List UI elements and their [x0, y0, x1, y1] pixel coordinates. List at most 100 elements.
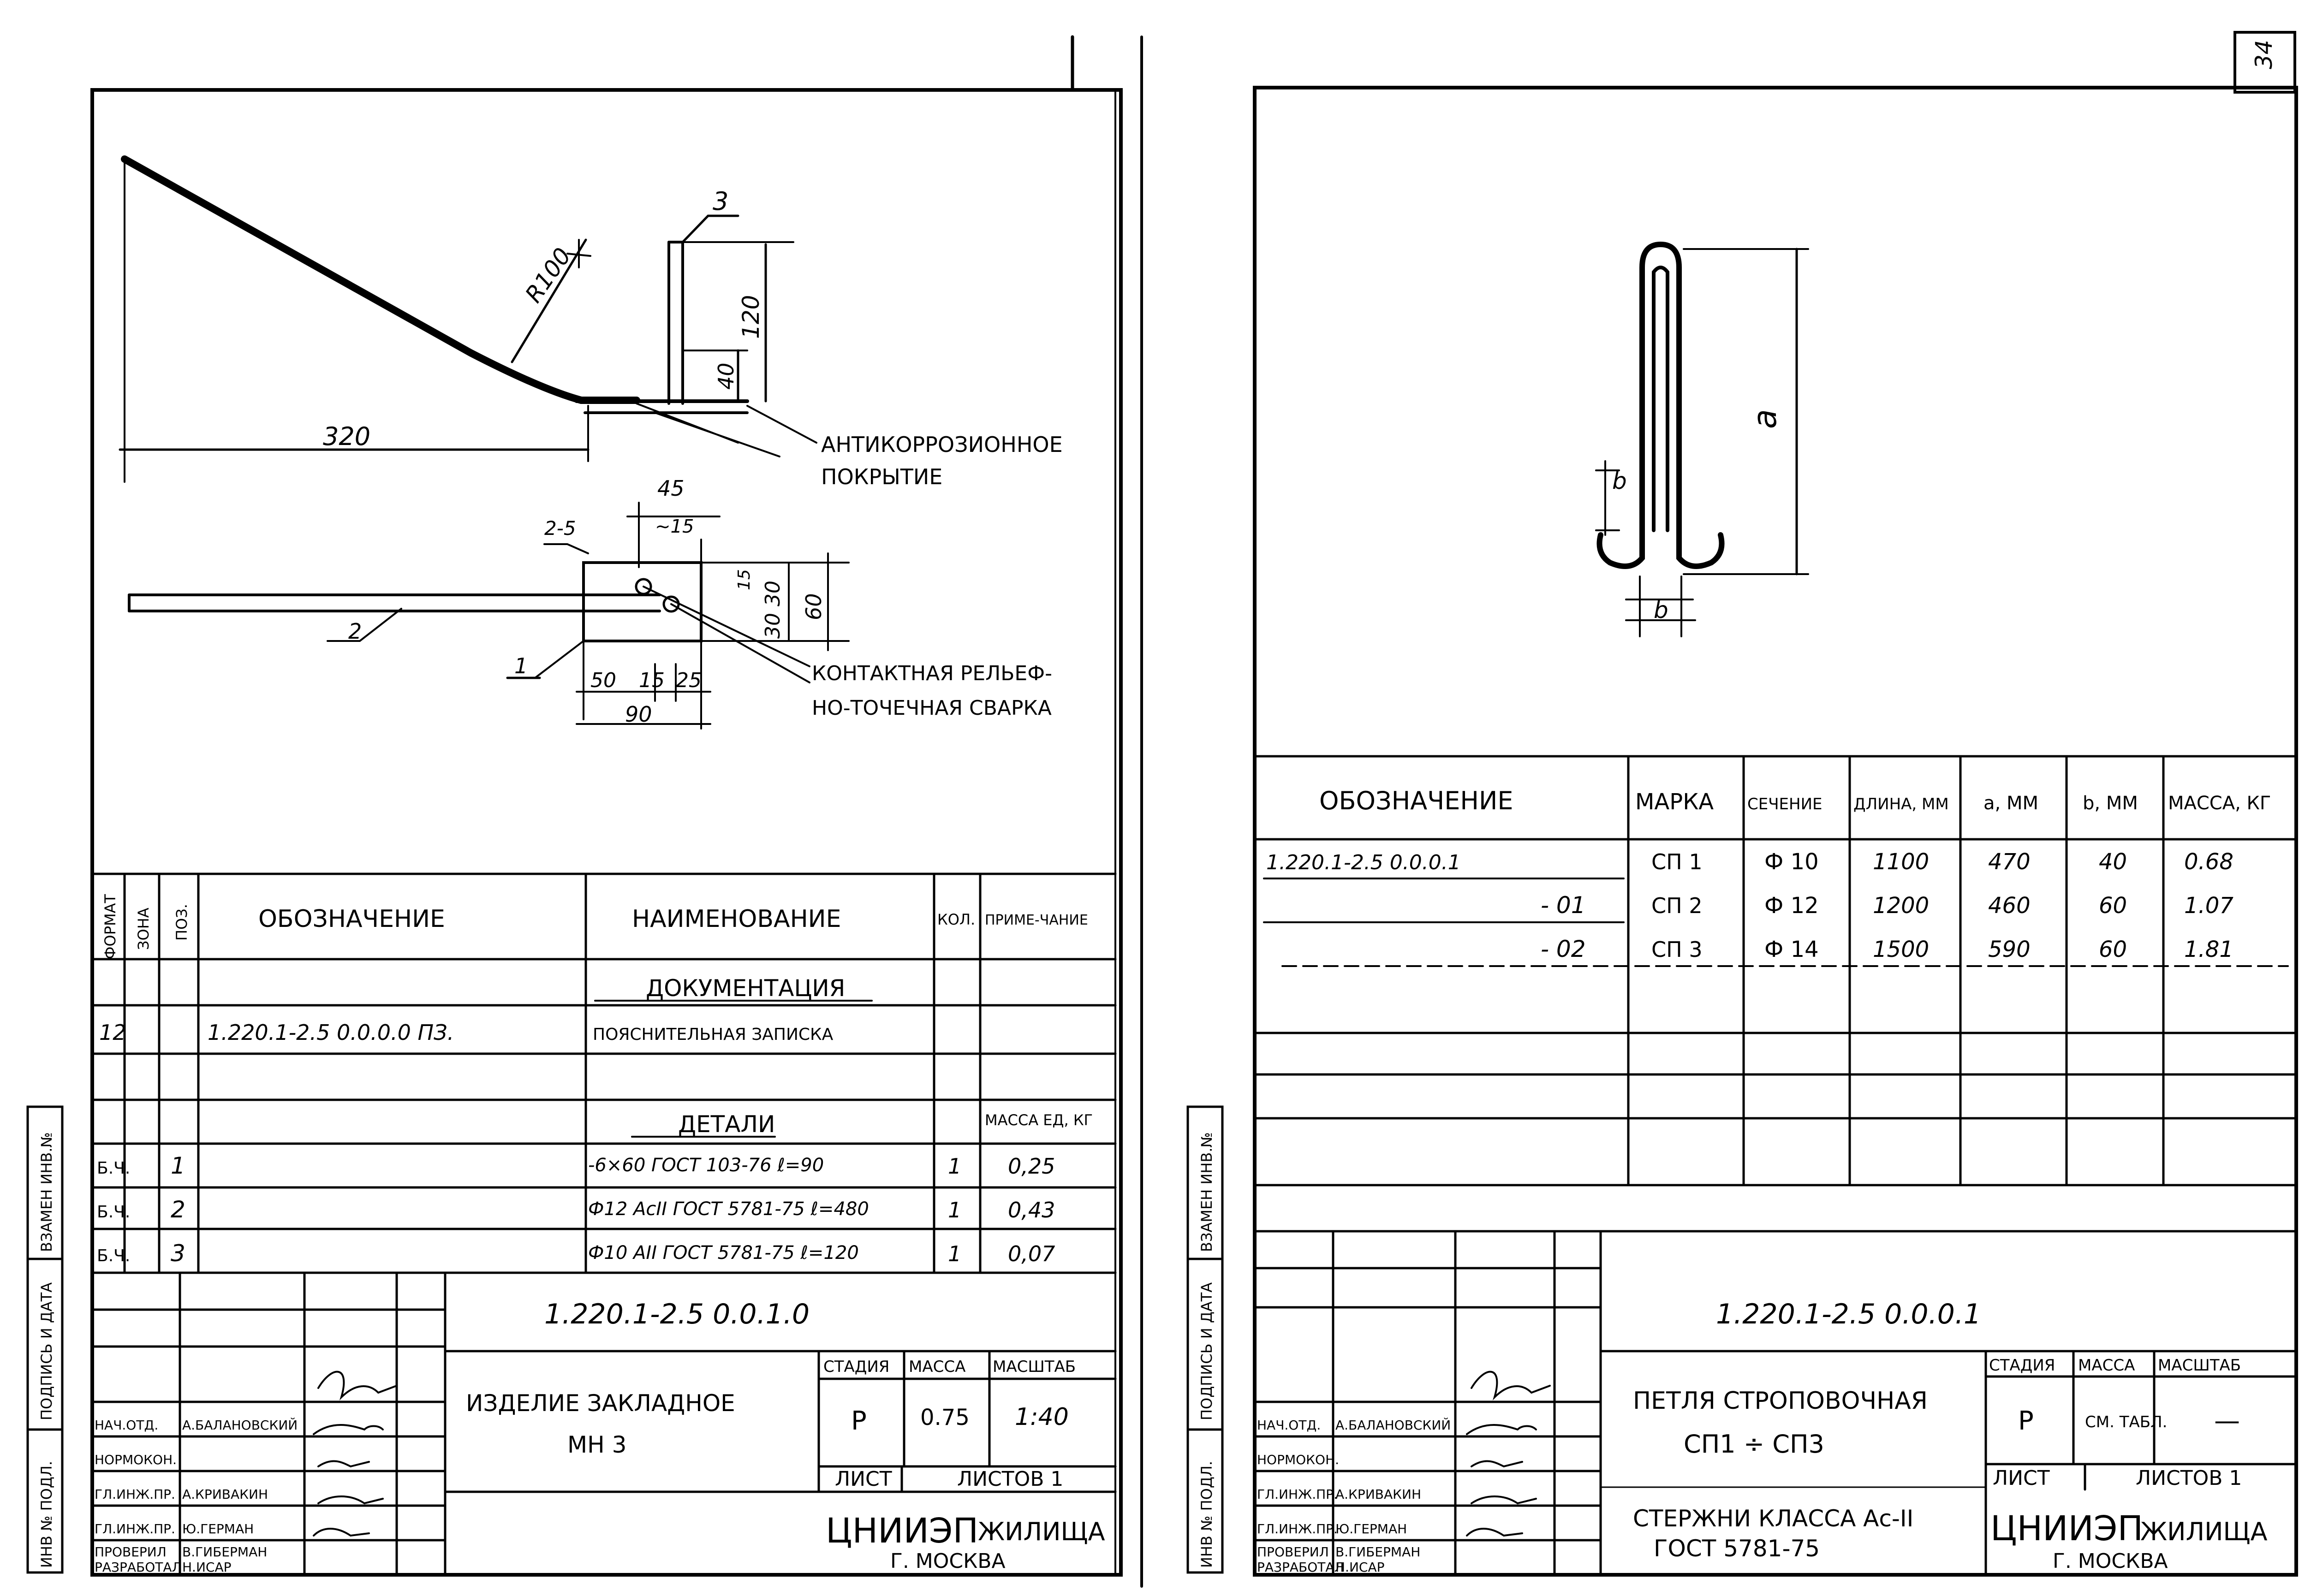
- doc-row-format: 12: [99, 1020, 126, 1045]
- svg-text:ИНВ № ПОДЛ.: ИНВ № ПОДЛ.: [38, 1461, 55, 1568]
- right-doc-code: 1.220.1-2.5 0.0.0.1: [1716, 1298, 1981, 1330]
- r-col-length-header: ДЛИНА, ММ: [1853, 795, 1949, 813]
- left-person-1: А.БАЛАНОВСКИЙ: [182, 1417, 298, 1433]
- r-row2-mark: СП 2: [1651, 893, 1703, 918]
- dim-a-label: a: [1746, 409, 1784, 429]
- dim-b-label-1: b: [1612, 468, 1627, 494]
- left-title-block: 1.220.1-2.5 0.0.1.0 ИЗДЕЛИЕ ЗАКЛАДНОЕ МН…: [95, 1298, 1105, 1575]
- left-title-line1: ИЗДЕЛИЕ ЗАКЛАДНОЕ: [466, 1390, 735, 1417]
- right-person-4: Ю.ГЕРМАН: [1335, 1521, 1407, 1537]
- r-row2-section: Ф 12: [1764, 893, 1819, 919]
- left-stage-value: Р: [851, 1406, 867, 1436]
- left-signatures: [313, 1371, 398, 1537]
- coating-note-line2: ПОКРЫТИЕ: [821, 464, 942, 489]
- r-row1-mass: 0.68: [2184, 849, 2233, 875]
- left-sheet-label: ЛИСТ: [835, 1467, 892, 1491]
- left-stage-label: СТАДИЯ: [823, 1358, 889, 1376]
- right-title-line2: СП1 ÷ СП3: [1684, 1430, 1824, 1459]
- left-scale-label: МАСШТАБ: [993, 1358, 1076, 1376]
- left-scale-value: 1:40: [1015, 1403, 1069, 1431]
- left-org-name2: ЖИЛИЩА: [978, 1517, 1105, 1546]
- r-row2-a: 460: [1988, 893, 2031, 919]
- right-org-name2: ЖИЛИЩА: [2140, 1517, 2268, 1546]
- right-role-2: НОРМОКОН.: [1257, 1452, 1339, 1467]
- row3-note: 0,07: [1008, 1241, 1055, 1266]
- left-person-4: Ю.ГЕРМАН: [182, 1521, 254, 1537]
- weld-note-line1: КОНТАКТНАЯ РЕЛЬЕФ-: [812, 662, 1052, 685]
- dim-320-label: 320: [323, 422, 370, 451]
- r-col-designation-header: ОБОЗНАЧЕНИЕ: [1319, 786, 1513, 815]
- right-city: Г. МОСКВА: [2053, 1549, 2168, 1573]
- left-person-3: А.КРИВАКИН: [182, 1487, 268, 1502]
- r-row3-designation: - 02: [1541, 936, 1586, 962]
- right-role-4: ГЛ.ИНЖ.ПР.: [1257, 1521, 1338, 1537]
- r-row1-length: 1100: [1873, 849, 1929, 875]
- r-row1-b: 40: [2099, 849, 2127, 875]
- weld-note-line2: НО-ТОЧЕЧНАЯ СВАРКА: [812, 696, 1052, 720]
- coating-note-line1: АНТИКОРРОЗИОННОЕ: [821, 432, 1063, 457]
- col-designation-header: ОБОЗНАЧЕНИЕ: [258, 905, 445, 933]
- plate-pos1-plan: [582, 561, 703, 642]
- r-col-mark-header: МАРКА: [1635, 789, 1714, 815]
- row1-note: 0,25: [1008, 1154, 1055, 1179]
- r-row3-length: 1500: [1873, 937, 1929, 962]
- left-drawing-labels: R100 320 3 120 40 АНТИКОРРОЗИОННОЕ ПОКРЫ…: [323, 187, 1063, 727]
- left-doc-code: 1.220.1-2.5 0.0.1.0: [544, 1298, 810, 1330]
- right-material-line1: СТЕРЖНИ КЛАССА Ас-II: [1633, 1505, 1913, 1532]
- left-role-5: ПРОВЕРИЛ: [95, 1544, 167, 1560]
- right-sheet-label: ЛИСТ: [1993, 1466, 2050, 1490]
- right-org-name: ЦНИИЭП: [1990, 1509, 2143, 1549]
- r-row2-designation: - 01: [1541, 892, 1586, 919]
- r-row2-length: 1200: [1873, 893, 1929, 919]
- r-row3-mark: СП 3: [1651, 937, 1703, 962]
- right-sheet-frame: [1253, 86, 2298, 1577]
- right-role-1: НАЧ.ОТД.: [1257, 1418, 1321, 1433]
- svg-text:ИНВ № ПОДЛ.: ИНВ № ПОДЛ.: [1198, 1461, 1215, 1568]
- dim-40-label: 40: [714, 362, 739, 390]
- left-sheet-frame: [90, 88, 1123, 1577]
- right-corner-mark: 34: [2251, 40, 2277, 69]
- col-zone-header: ЗОНА: [135, 908, 152, 950]
- row2-name: Ф12 АсII ГОСТ 5781-75 ℓ=480: [588, 1198, 869, 1220]
- dim-120-label: 120: [738, 295, 764, 339]
- r-col-a-header: a, ММ: [1983, 793, 2038, 814]
- left-title-line2: МН 3: [567, 1431, 626, 1458]
- right-drawing-labels: a b b: [1612, 409, 1784, 623]
- pos3-label: 3: [713, 187, 728, 216]
- col-pos-header: ПОЗ.: [173, 904, 191, 941]
- r-row1-a: 470: [1988, 849, 2031, 875]
- r-row3-mass: 1.81: [2184, 937, 2233, 962]
- left-side-stamps: ИНВ № ПОДЛ. ПОДПИСЬ И ДАТА ВЗАМЕН ИНВ.№: [38, 1132, 55, 1568]
- row2-format: Б.Ч.: [97, 1203, 130, 1222]
- left-role-4: ГЛ.ИНЖ.ПР.: [95, 1521, 175, 1537]
- row1-pos: 1: [171, 1152, 185, 1179]
- left-title-block-grid: [91, 1271, 1117, 1576]
- dim-30-30-label: 30 30: [761, 581, 785, 639]
- dim-60-label: 60: [801, 593, 826, 620]
- r-row3-section: Ф 14: [1764, 937, 1819, 962]
- right-sheets-label: ЛИСТОВ 1: [2136, 1466, 2242, 1490]
- row1-name: -6×60 ГОСТ 103-76 ℓ=90: [588, 1155, 824, 1176]
- pos2-label: 2: [348, 619, 362, 644]
- col-qty-header: КОЛ.: [937, 911, 975, 928]
- pos1-label: 1: [514, 653, 528, 678]
- row3-pos: 3: [171, 1240, 185, 1267]
- r-col-b-header: b, ММ: [2083, 793, 2138, 814]
- left-role-6: РАЗРАБОТАЛ: [95, 1560, 182, 1575]
- dim-15-top-label: ~15: [655, 516, 694, 537]
- r-row2-b: 60: [2099, 893, 2127, 919]
- left-role-3: ГЛ.ИНЖ.ПР.: [95, 1487, 175, 1502]
- col-name-header: НАИМЕНОВАНИЕ: [632, 905, 841, 933]
- row1-format: Б.Ч.: [97, 1159, 130, 1178]
- right-title-block-grid: [1253, 1230, 2298, 1576]
- dim-b-label-2: b: [1654, 597, 1668, 623]
- r-row3-b: 60: [2099, 937, 2127, 962]
- r-row2-mass: 1.07: [2184, 893, 2233, 919]
- row3-qty: 1: [948, 1241, 961, 1266]
- row2-pos: 2: [171, 1196, 185, 1223]
- weld-ref-label: 2-5: [544, 517, 576, 540]
- row3-name: Ф10 АII ГОСТ 5781-75 ℓ=120: [588, 1242, 859, 1264]
- right-stage-label: СТАДИЯ: [1989, 1356, 2055, 1375]
- left-person-6: Н.ИСАР: [182, 1560, 232, 1575]
